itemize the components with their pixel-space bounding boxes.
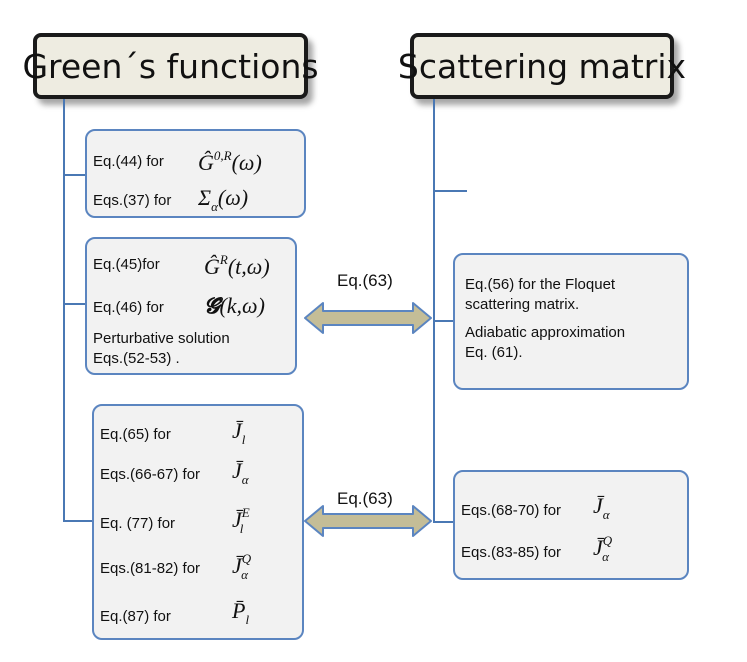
box3-row2-label: Eqs.(66-67) for xyxy=(100,466,201,483)
arrow-bottom-label: Eq.(63) xyxy=(337,489,393,508)
box1-row2-symbol: Σα(ω) xyxy=(198,185,249,214)
box3-row2-symbol: J̄α xyxy=(232,458,249,487)
box4-text: Eq.(56) for the Floquet scattering matri… xyxy=(465,275,625,363)
box2-row1-label: Eq.(45)for xyxy=(93,256,160,273)
box5-row1-label: Eqs.(68-70) for xyxy=(461,502,562,519)
box4-line1: Eq.(56) for the Floquet xyxy=(465,276,616,293)
box3-row3-symbol: J̄El xyxy=(232,505,250,536)
greens-box-floquet: Eq.(45)for ĜR(t,ω) Eq.(46) for 𝓖̂(k,ω) P… xyxy=(85,237,297,375)
box1-row1-label: Eq.(44) for xyxy=(93,153,164,170)
scattering-matrix-header: Scattering matrix xyxy=(398,33,686,99)
box4-line2: scattering matrix. xyxy=(465,296,580,313)
left-branch-1 xyxy=(63,174,86,176)
box3-row5-symbol: P̄l xyxy=(232,598,250,627)
box2-note-line2: Eqs.(52-53) . xyxy=(93,350,180,367)
box3-row3-label: Eq. (77) for xyxy=(100,515,176,532)
box5-row2-symbol: J̄Qα xyxy=(593,533,613,564)
box3-row1-symbol: J̄l xyxy=(232,418,246,447)
box2-row2-label: Eq.(46) for xyxy=(93,299,164,316)
box5-row2-label: Eqs.(83-85) for xyxy=(461,544,562,561)
left-branch-3 xyxy=(63,520,93,522)
box2-row2-symbol: 𝓖̂(k,ω) xyxy=(204,293,265,318)
box1-row2-label: Eqs.(37) for xyxy=(93,192,172,209)
right-branch-1 xyxy=(433,190,467,192)
box1-row1-symbol: Ĝ0,R(ω) xyxy=(198,148,262,175)
box2-row1-symbol: ĜR(t,ω) xyxy=(204,252,270,279)
box3-row4-symbol: J̄Qα xyxy=(232,551,252,582)
box4-line4: Eq. (61). xyxy=(465,344,523,361)
double-arrow-top-icon xyxy=(304,302,432,334)
box3-row4-label: Eqs.(81-82) for xyxy=(100,560,201,577)
double-arrow-bottom-icon xyxy=(304,505,432,537)
scattering-box-currents: Eqs.(68-70) for J̄α Eqs.(83-85) for J̄Qα xyxy=(453,470,689,580)
box2-note-line1: Perturbative solution xyxy=(93,330,230,347)
greens-functions-header: Green´s functions xyxy=(22,33,319,99)
right-branch-2 xyxy=(433,320,454,322)
left-trunk-line xyxy=(63,99,65,522)
greens-box-equilibrium: Eq.(44) for Ĝ0,R(ω) Eqs.(37) for Σα(ω) xyxy=(85,129,306,218)
right-branch-3 xyxy=(433,521,454,523)
box3-row1-label: Eq.(65) for xyxy=(100,426,171,443)
greens-box-currents: Eq.(65) for J̄l Eqs.(66-67) for J̄α Eq. … xyxy=(92,404,304,640)
scattering-box-floquet: Eq.(56) for the Floquet scattering matri… xyxy=(453,253,689,390)
right-trunk-line xyxy=(433,99,435,523)
left-branch-2 xyxy=(63,303,86,305)
box4-line3: Adiabatic approximation xyxy=(465,324,626,341)
arrow-top-label: Eq.(63) xyxy=(337,271,393,290)
box3-row5-label: Eq.(87) for xyxy=(100,608,171,625)
box5-row1-symbol: J̄α xyxy=(593,493,610,522)
